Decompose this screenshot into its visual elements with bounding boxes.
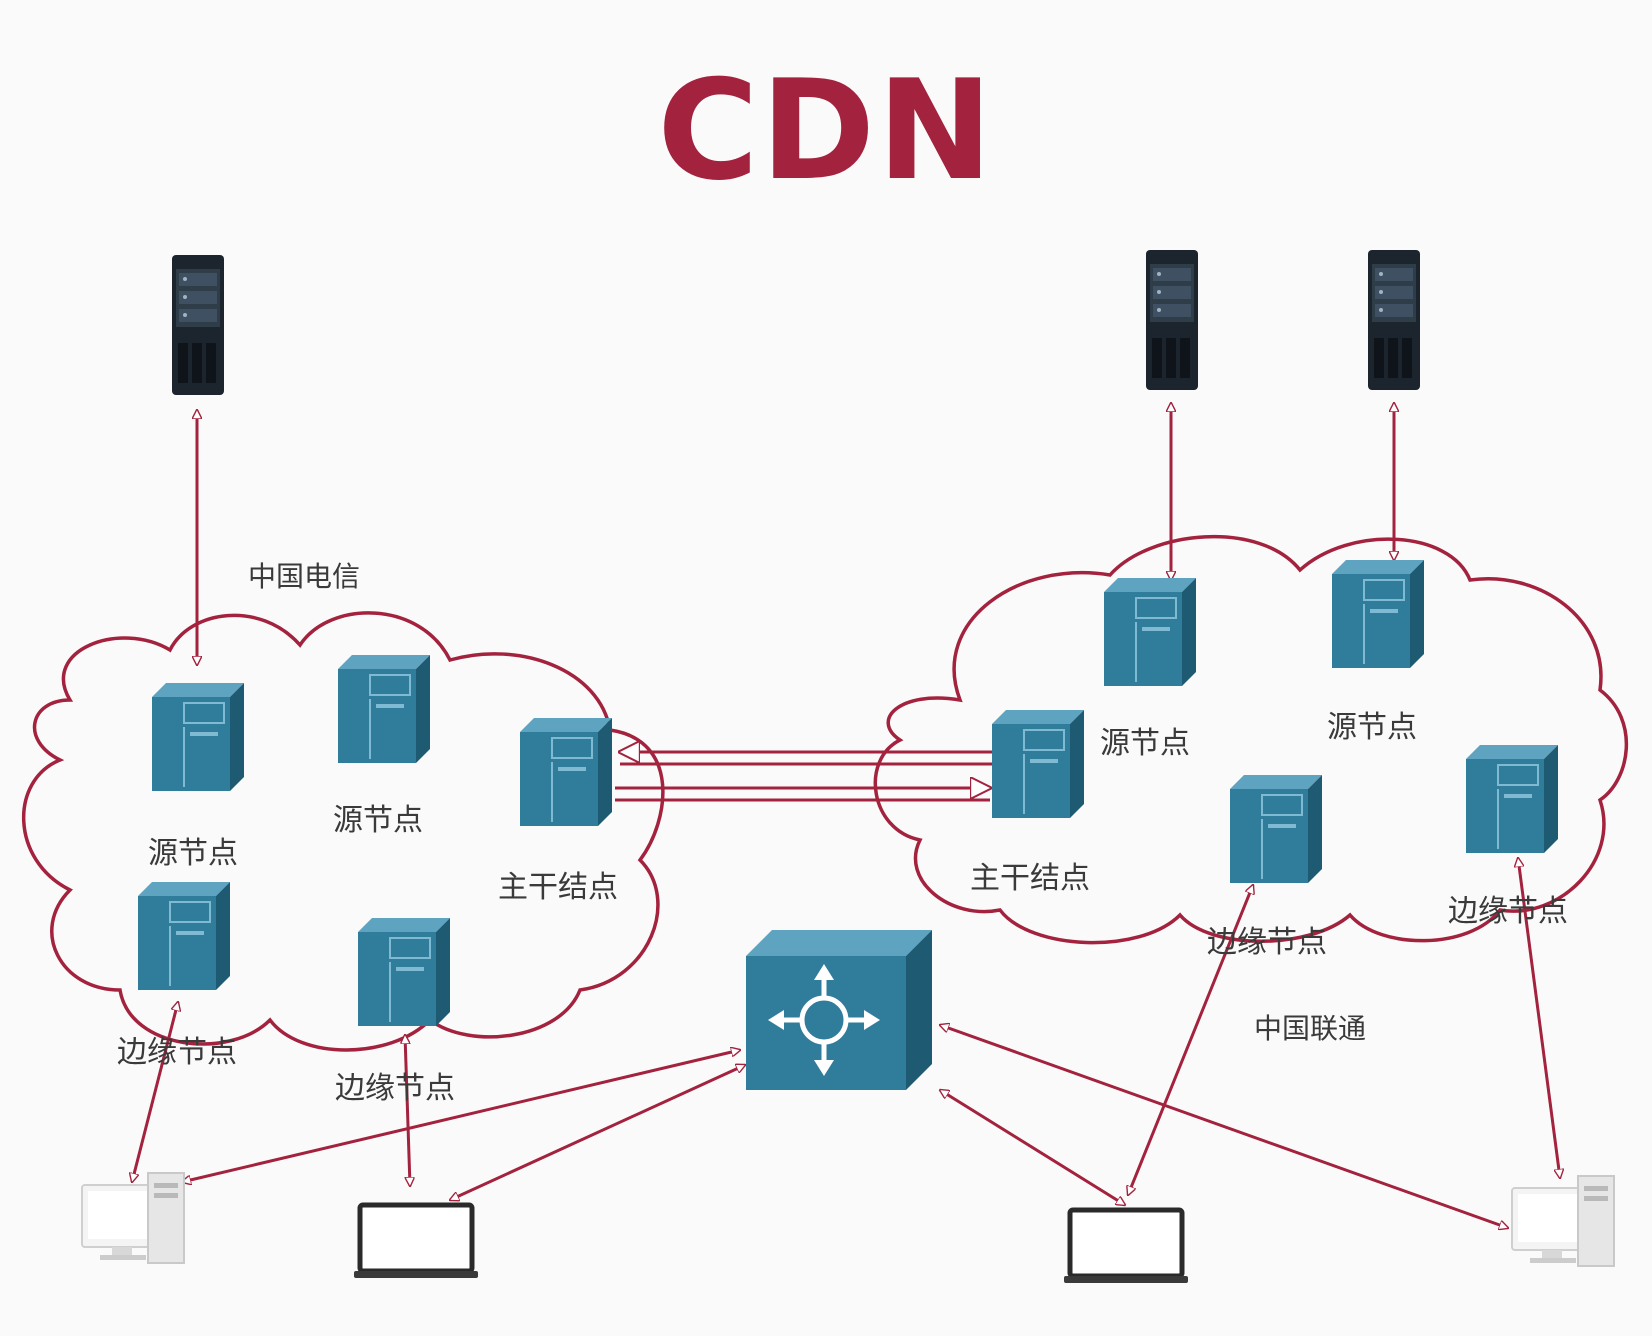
link-router-laptop2 [940,1090,1125,1205]
telecom-edge-node-icon-b [358,918,450,1026]
backbone-link [615,752,995,802]
telecom-network-label: 中国电信 [248,560,361,593]
telecom-source-label-a: 源节点 [148,836,238,871]
unicom-edge-label-a: 边缘节点 [1207,925,1327,960]
telecom-backbone-node-icon [520,718,612,826]
link-router-pc2 [940,1025,1508,1228]
telecom-cloud [21,611,665,1052]
telecom-edge-label-b: 边缘节点 [335,1071,455,1106]
router-icon [746,930,932,1090]
laptop-icon-1 [354,1202,478,1278]
unicom-source-label-b: 源节点 [1327,710,1417,745]
laptop-icon-2 [1064,1207,1188,1283]
link-edge-a-pc1 [132,1002,178,1182]
telecom-source-node-icon-a [152,683,244,791]
unicom-backbone-node-icon [992,710,1084,818]
unicom-backbone-label: 主干结点 [970,861,1090,896]
unicom-source-label-a: 源节点 [1100,726,1190,761]
unicom-source-node-icon-b [1332,560,1424,668]
page-title: CDN [657,50,995,211]
link-edge-c-laptop2 [1128,885,1253,1195]
telecom-edge-node-icon-a [138,882,230,990]
desktop-pc-icon-1 [81,1172,185,1264]
origin-server-icon-1 [172,255,224,395]
unicom-network-label: 中国联通 [1254,1012,1367,1045]
link-router-pc1 [182,1050,740,1182]
telecom-backbone-label: 主干结点 [498,870,618,905]
telecom-source-label-b: 源节点 [333,803,423,838]
origin-server-icon-2 [1146,250,1198,390]
desktop-pc-icon-2 [1511,1175,1615,1267]
origin-server-icon-3 [1368,250,1420,390]
telecom-source-node-icon-b [338,655,430,763]
link-edge-b-laptop1 [405,1035,410,1186]
unicom-edge-label-b: 边缘节点 [1448,894,1568,929]
connection-lines [132,403,1560,1228]
telecom-edge-label-a: 边缘节点 [117,1035,237,1070]
unicom-source-node-icon-a [1104,578,1196,686]
link-edge-d-pc2 [1518,858,1560,1178]
link-router-laptop1 [450,1065,745,1200]
unicom-edge-node-icon-a [1230,775,1322,883]
unicom-edge-node-icon-b [1466,745,1558,853]
